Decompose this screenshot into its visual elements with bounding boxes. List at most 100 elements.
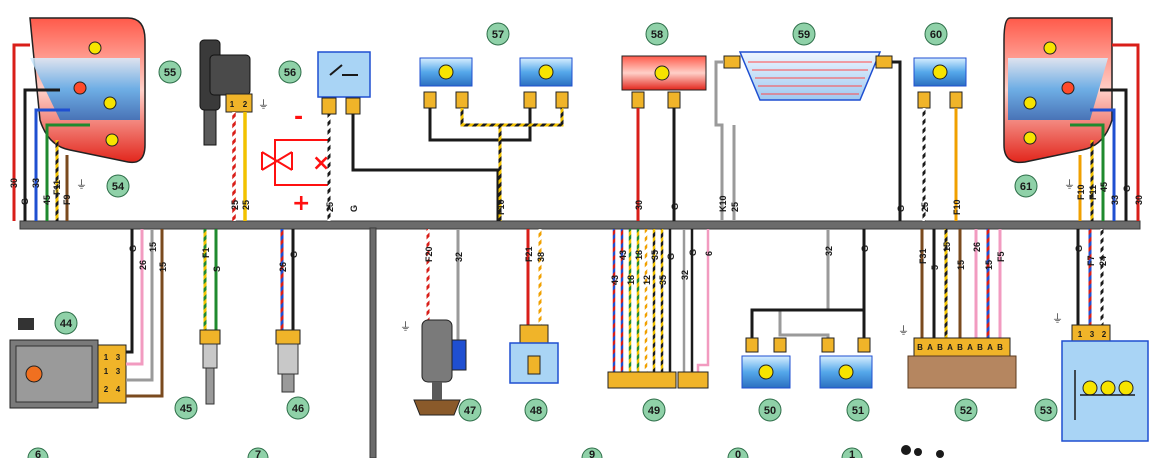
lamp-icon (105, 133, 119, 147)
wire-label: G (20, 198, 30, 205)
component-label: 0 (735, 449, 741, 458)
wire-label: 43 (618, 250, 628, 260)
wire-label: 25 (241, 200, 251, 210)
component-44-relay: 1 3 1 3 2 4 (9, 229, 164, 409)
wire-label: 32 (454, 252, 464, 262)
wire-label: 26 (278, 262, 288, 272)
wire-label: F5 (996, 251, 1006, 262)
wire-label: 15 (158, 262, 168, 272)
lamp-icon (758, 364, 774, 380)
wire-label: 45 (42, 195, 52, 205)
component-label: 9 (589, 449, 595, 458)
wire-label: F10 (1076, 184, 1086, 200)
cross-mark: × (312, 151, 330, 176)
lamp-icon (838, 364, 854, 380)
badge-44: 44 (54, 311, 78, 335)
component-label: 50 (764, 405, 776, 417)
component-48-module (509, 229, 559, 384)
pin-label: 2 (104, 385, 109, 394)
lamp-icon (654, 65, 670, 81)
lamp-icon (1100, 380, 1116, 396)
wire-label: F20 (424, 246, 434, 262)
component-label: 52 (960, 405, 972, 417)
badge-60: 60 (924, 22, 948, 46)
component-label: 44 (60, 318, 73, 330)
wire-label: 6 (704, 251, 714, 256)
wire-label: F21 (524, 246, 534, 262)
component-label: 48 (530, 405, 542, 417)
component-label: 6 (35, 449, 41, 458)
component-54-tail-lamp (12, 17, 146, 221)
pin-label: A (947, 343, 953, 352)
wire-label: 24 (1098, 256, 1108, 266)
badge-54: 54 (106, 174, 130, 198)
wire-label: 32 (680, 270, 690, 280)
ground-symbol-icon: ⏚ (258, 98, 269, 111)
wire-label: 25 (730, 202, 740, 212)
wire-label: 35 (658, 275, 668, 285)
wire-label: 25 (230, 200, 240, 210)
pin-label: 1 (104, 367, 109, 376)
ground-symbol-icon: ⏚ (898, 324, 909, 337)
pin-label: B (917, 343, 923, 352)
component-label: 60 (930, 29, 942, 41)
component-60-reverse-lamp (913, 57, 967, 221)
wire-labels-61: F10 F11 45 33 G 30 ⏚ (1064, 178, 1144, 205)
lamp-icon (1043, 41, 1057, 55)
wire-label: 26 (972, 242, 982, 252)
wire-labels-52: F31 5 15 15 26 15 F5 (918, 242, 1006, 270)
wire-label: 35 (650, 250, 660, 260)
component-59-rear-window-heater (714, 51, 902, 221)
wire-label: G (349, 205, 359, 212)
component-label: 1 (849, 449, 855, 458)
component-label: 58 (651, 29, 663, 41)
lamp-icon (103, 96, 117, 110)
component-57-plate-lamps (419, 57, 573, 221)
badge-49: 49 (642, 398, 666, 422)
component-55-door-switch: 1 2 ⏚ (199, 39, 269, 221)
component-label: 49 (648, 405, 660, 417)
wire-label: 43 (610, 275, 620, 285)
component-label: 46 (292, 403, 304, 415)
component-49-connector (607, 229, 710, 389)
wire-label: F11 (52, 180, 62, 195)
wire-label: 15 (942, 242, 952, 252)
badge-52: 52 (954, 398, 978, 422)
pins-53: 1 3 2 (1078, 330, 1107, 339)
component-label: 54 (112, 181, 125, 193)
badge-61: 61 (1014, 174, 1038, 198)
component-46-sensor (275, 229, 301, 393)
badge-48: 48 (524, 398, 548, 422)
wire-label: F11 (1088, 185, 1098, 200)
lamp-icon (538, 64, 554, 80)
component-label: 57 (492, 29, 504, 41)
wire-label: 26 (138, 260, 148, 270)
wire-label: 15 (956, 260, 966, 270)
lamp-icon (1023, 131, 1037, 145)
pin-label: B (997, 343, 1003, 352)
wire-label: 33 (1110, 195, 1120, 205)
component-label: 55 (164, 67, 176, 79)
lamp-icon (438, 64, 454, 80)
component-label: 56 (284, 67, 296, 79)
wire-label: 30 (1134, 195, 1144, 205)
lamp-icon (1023, 96, 1037, 110)
wire-label: G (860, 245, 870, 252)
wire-label: K10 (718, 195, 728, 212)
pin-label: A (927, 343, 933, 352)
pin-label: 1 (230, 100, 235, 109)
wire-label: 15 (148, 242, 158, 252)
badge-55: 55 (158, 60, 182, 84)
pin-label: 1 (104, 353, 109, 362)
pin-label: B (937, 343, 943, 352)
wire-labels-54: 30 G 33 45 F11 F9 ⏚ (9, 178, 87, 205)
pin-label: 3 (116, 353, 121, 362)
component-58-rear-fog-lamp (621, 55, 707, 221)
wire-label: 25 (325, 202, 335, 212)
component-label: 7 (255, 449, 261, 458)
ground-symbol-icon: ⏚ (400, 320, 411, 333)
badge-56: 56 (278, 60, 302, 84)
badge-59: 59 (792, 22, 816, 46)
component-label: 61 (1020, 181, 1032, 193)
